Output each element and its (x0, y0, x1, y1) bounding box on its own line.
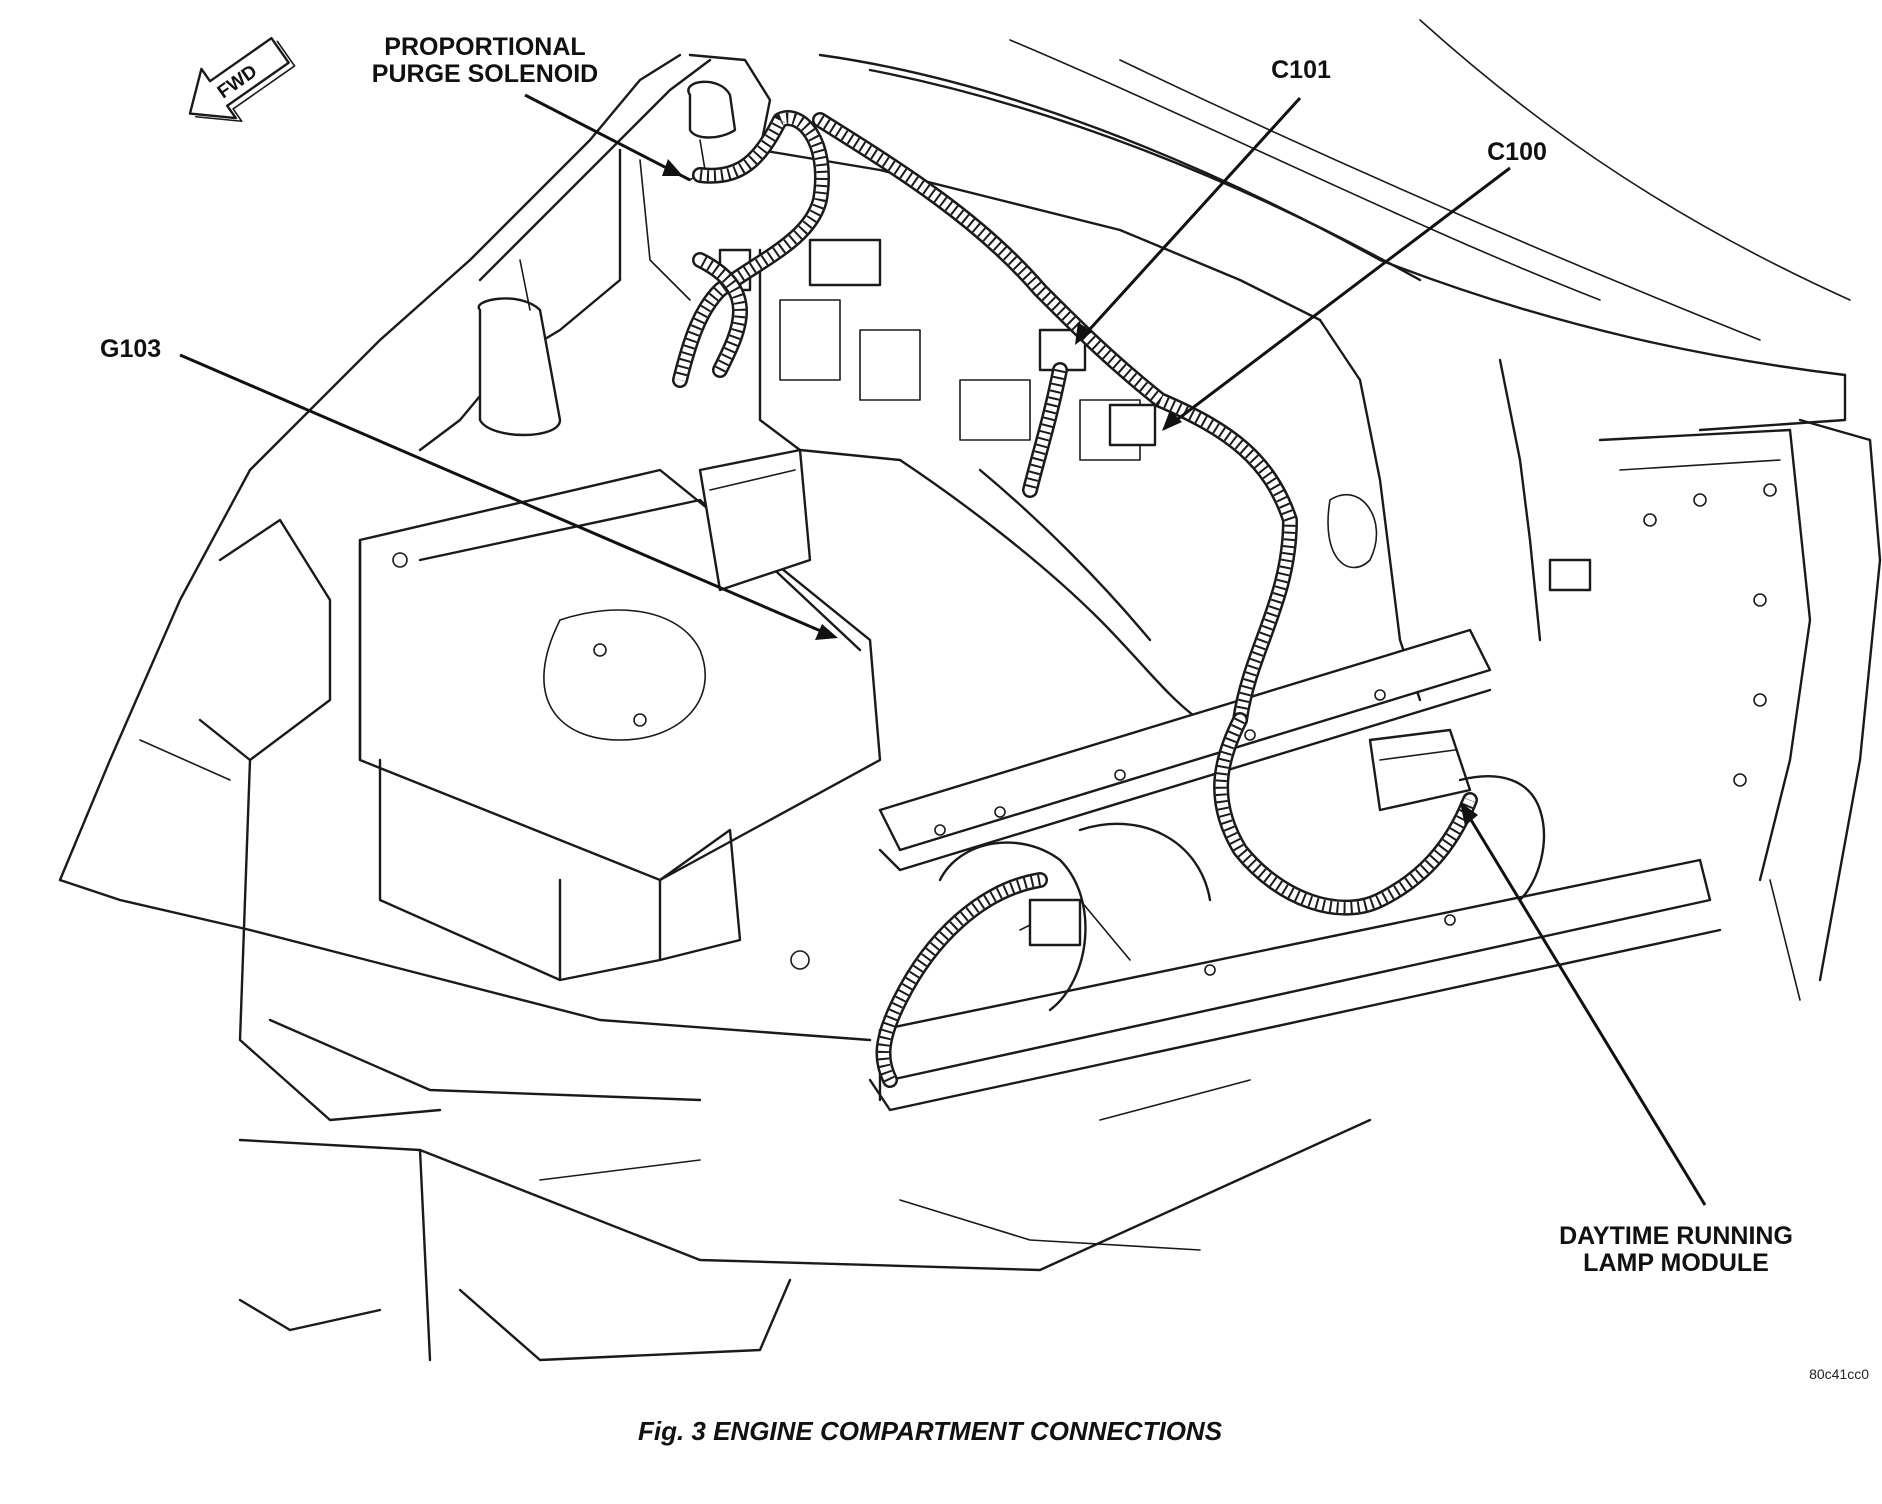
label-c101: C101 (1271, 56, 1331, 84)
label-daytime-running-lamp-module-line1: DAYTIME RUNNING (1559, 1222, 1793, 1250)
leader-lines (179, 93, 1707, 1206)
engine-compartment-drawing (58, 19, 1882, 1362)
label-g103: G103 (100, 335, 161, 363)
label-proportional-purge-solenoid-line2: PURGE SOLENOID (372, 60, 598, 88)
wiring-harness (672, 110, 1478, 1088)
fwd-arrow-icon: FWD (188, 36, 296, 123)
figure-caption: Fig. 3 ENGINE COMPARTMENT CONNECTIONS (638, 1416, 1223, 1446)
label-proportional-purge-solenoid-line1: PROPORTIONAL (384, 33, 585, 61)
label-c100: C100 (1487, 138, 1547, 166)
image-id: 80c41cc0 (1809, 1366, 1869, 1382)
label-daytime-running-lamp-module-line2: LAMP MODULE (1583, 1249, 1769, 1277)
